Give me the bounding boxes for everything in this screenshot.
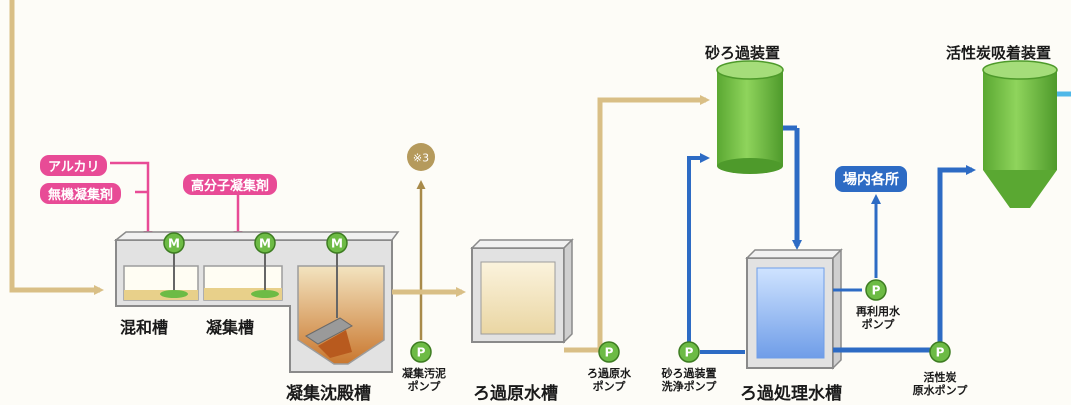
svg-text:P: P: [605, 346, 614, 360]
pump-label-line: 凝集汚泥: [402, 367, 446, 380]
carbon-adsorber-label: 活性炭吸着装置: [946, 44, 1052, 62]
pump-icon: P: [410, 341, 432, 363]
pump-icon: P: [598, 341, 620, 363]
svg-text:M: M: [331, 237, 343, 251]
motor-icon: M: [254, 232, 276, 254]
plant-use-tag: 場内各所: [835, 166, 907, 192]
svg-text:P: P: [417, 346, 426, 360]
svg-text:M: M: [259, 237, 271, 251]
polymer-coagulant-tag: 高分子凝集剤: [183, 174, 278, 195]
coagulation-tank-assembly: [113, 231, 400, 373]
svg-text:P: P: [872, 284, 881, 298]
sand-filter-label: 砂ろ過装置: [705, 44, 781, 62]
pump-label-line: 活性炭: [923, 371, 957, 384]
treated-tank-label: ろ過処理水槽: [740, 384, 842, 404]
pump-label-line: ろ過原水: [587, 367, 631, 380]
carbon-raw-pump-label: 活性炭 原水ポンプ: [906, 371, 974, 397]
pump-label-line: 再利用水: [856, 305, 900, 318]
treated-water-tank: [745, 248, 843, 370]
mixing-tank-label: 混和槽: [120, 318, 169, 337]
svg-text:P: P: [936, 346, 945, 360]
backwash-pipe: [687, 153, 710, 342]
pump-icon: P: [929, 341, 951, 363]
filtration-raw-tank: [470, 238, 574, 344]
pump-label-line: ポンプ: [861, 318, 895, 331]
svg-text:M: M: [168, 237, 180, 251]
pump-label-line: 砂ろ過装置: [661, 367, 717, 380]
inorganic-coagulant-tag: 無機凝集剤: [40, 183, 122, 204]
sand-filter: [716, 60, 784, 174]
motor-icon: M: [326, 232, 348, 254]
alkali-line: [110, 161, 153, 240]
sludge-pump-label: 凝集汚泥 ポンプ: [394, 367, 454, 393]
pump-label-line: 原水ポンプ: [912, 384, 968, 397]
svg-text:P: P: [685, 346, 694, 360]
note3-marker: [407, 143, 435, 171]
reuse-pump-label: 再利用水 ポンプ: [848, 305, 908, 331]
pump-label-line: ポンプ: [592, 380, 626, 393]
alkali-tag: アルカリ: [40, 155, 108, 176]
svg-text:※3: ※3: [413, 152, 429, 165]
coagulation-tank-label: 凝集槽: [206, 318, 255, 337]
impeller-1: [160, 290, 188, 298]
carbon-adsorber: [982, 60, 1058, 208]
motor-icon: M: [163, 232, 185, 254]
pump-label-line: 洗浄ポンプ: [661, 380, 717, 393]
filter-raw-pump-label: ろ過原水 ポンプ: [579, 367, 639, 393]
pump-label-line: ポンプ: [407, 380, 441, 393]
filter-feed-pipe: [564, 95, 710, 353]
impeller-2: [251, 290, 279, 298]
pump-icon: P: [678, 341, 700, 363]
pump-icon: P: [865, 279, 887, 301]
filtration-raw-tank-label: ろ過原水槽: [473, 384, 558, 404]
inflow-pipe: [9, 0, 104, 295]
backwash-pump-label: 砂ろ過装置 洗浄ポンプ: [652, 367, 726, 393]
settling-tank-label: 凝集沈殿槽: [286, 384, 371, 404]
